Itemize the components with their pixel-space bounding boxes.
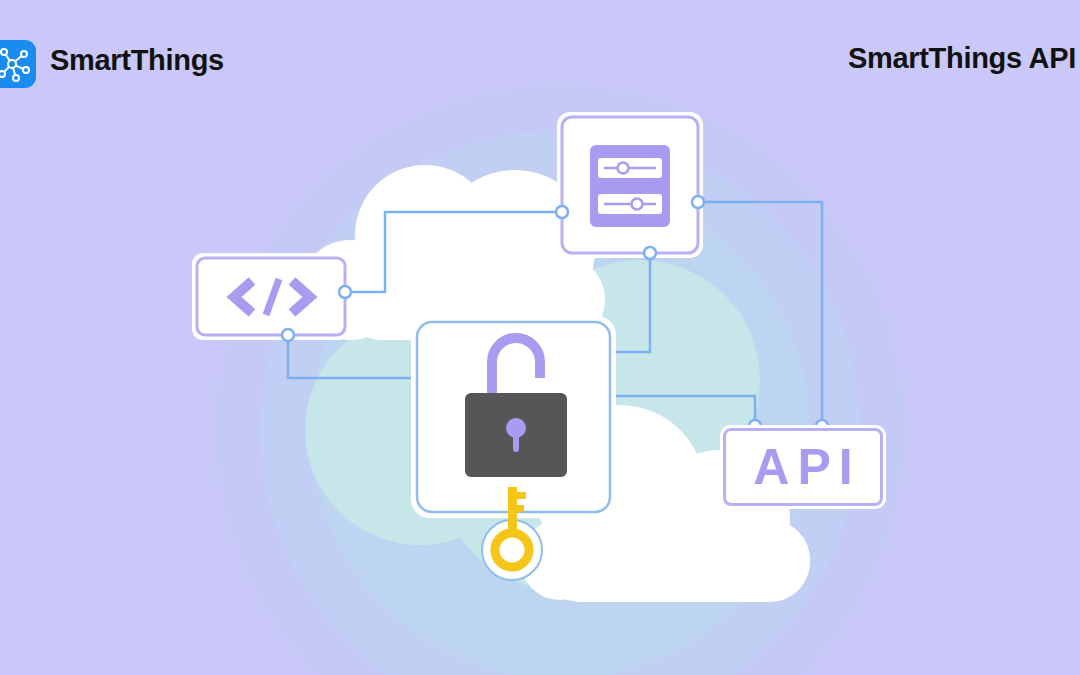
- node-text: API: [745, 438, 860, 496]
- api-box: API: [723, 428, 883, 506]
- background-ring: [260, 130, 860, 675]
- key-icon: [482, 487, 542, 580]
- logo-icon: [0, 40, 36, 88]
- lock-icon-box: [414, 319, 613, 515]
- page-title: SmartThings API: [848, 42, 1076, 75]
- background-ring: [215, 85, 905, 675]
- server-icon-box: [560, 115, 700, 255]
- brand-name: SmartThings: [50, 44, 224, 77]
- code-icon-box: [195, 256, 347, 337]
- wire-terminal: [282, 196, 828, 432]
